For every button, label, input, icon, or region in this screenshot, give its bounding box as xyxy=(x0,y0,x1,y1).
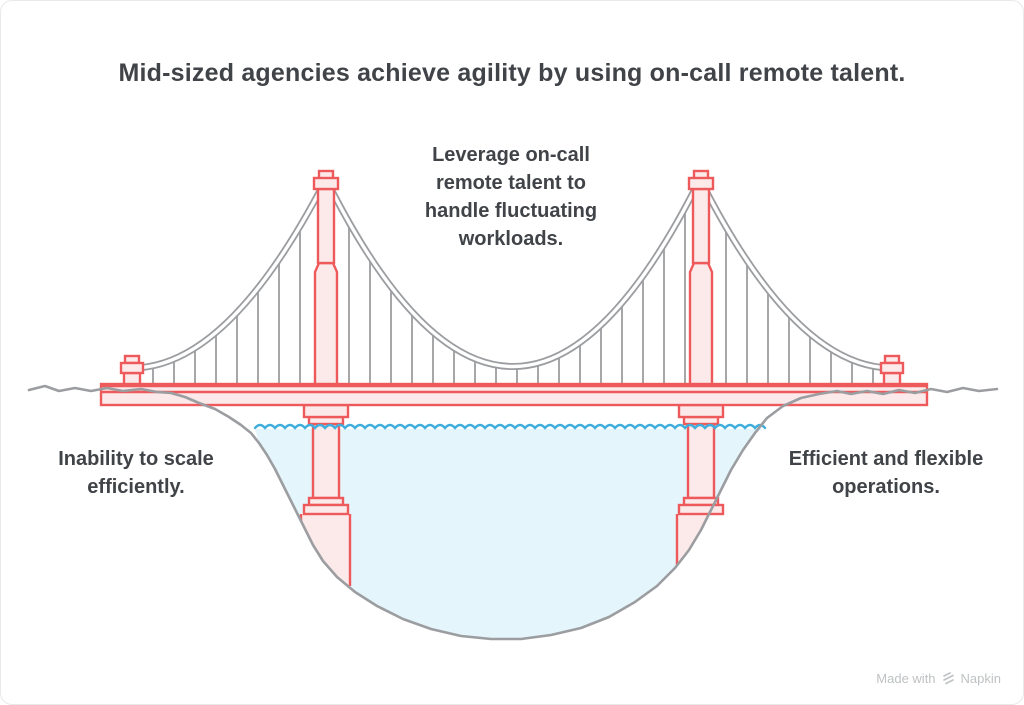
page-title: Mid-sized agencies achieve agility by us… xyxy=(118,59,906,87)
right-anchor-pylon xyxy=(879,354,905,387)
annotation-right: Efficient and flexible operations. xyxy=(788,448,984,498)
made-with-label: Made with xyxy=(876,671,936,686)
annotation-center: Leverage on-call remote talent to handle… xyxy=(424,144,598,250)
terrain-line xyxy=(27,384,999,641)
napkin-logo-icon xyxy=(942,672,954,685)
bridge-deck xyxy=(99,382,929,407)
main-cables xyxy=(128,181,896,372)
brand-name: Napkin xyxy=(960,671,1001,686)
main-cable-left xyxy=(128,181,327,372)
suspenders xyxy=(152,208,874,387)
left-anchor-pylon xyxy=(119,354,145,387)
right-tower xyxy=(687,169,715,388)
main-cable-right xyxy=(699,181,896,372)
left-pier xyxy=(299,403,352,586)
left-pier-foundation xyxy=(301,514,350,586)
napkin-credit: Made with Napkin xyxy=(876,671,1001,686)
annotation-left: Inability to scale efficiently. xyxy=(58,448,214,498)
wave-line xyxy=(253,423,767,430)
left-tower xyxy=(312,169,340,388)
water xyxy=(255,429,763,639)
